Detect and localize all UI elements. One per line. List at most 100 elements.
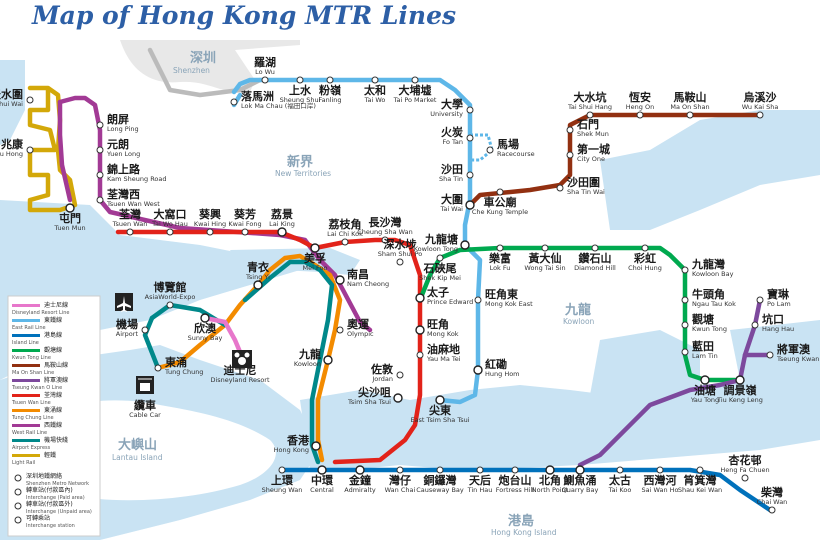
station-marker-kam-sheung-road[interactable] bbox=[96, 171, 104, 179]
station-marker-airport[interactable] bbox=[141, 326, 149, 334]
station-marker-mei-foo[interactable] bbox=[310, 243, 320, 253]
station-marker-sheung-wan[interactable] bbox=[278, 466, 286, 474]
station-marker-tst[interactable] bbox=[393, 393, 403, 403]
station-marker-hung-hom[interactable] bbox=[473, 365, 483, 375]
station-marker-kwai-hing[interactable] bbox=[206, 228, 214, 236]
station-marker-po-lam[interactable] bbox=[756, 296, 764, 304]
station-marker-fo-tan[interactable] bbox=[466, 134, 474, 142]
station-marker-lai-king[interactable] bbox=[277, 227, 287, 237]
station-marker-sha-tin-wai[interactable] bbox=[556, 184, 564, 192]
station-name-en-university: University bbox=[430, 110, 463, 118]
station-marker-shek-kip-mei[interactable] bbox=[436, 254, 444, 262]
station-name-en-tai-wo: Tai Wo bbox=[364, 96, 386, 104]
station-marker-chai-wan[interactable] bbox=[768, 506, 776, 514]
station-marker-tseung-kwan-o[interactable] bbox=[766, 351, 774, 359]
station-marker-tai-wai[interactable] bbox=[465, 200, 475, 210]
station-name-en-tai-koo: Tai Koo bbox=[608, 486, 632, 494]
region-nt-en: New Territories bbox=[275, 169, 331, 178]
station-marker-racecourse[interactable] bbox=[486, 146, 494, 154]
station-name-zh-wan-chai: 灣仔 bbox=[389, 473, 411, 487]
station-marker-lok-ma-chau[interactable] bbox=[230, 98, 238, 106]
station-marker-quarry-bay[interactable] bbox=[575, 465, 585, 475]
station-marker-kwun-tong[interactable] bbox=[681, 321, 689, 329]
station-name-en-kowloon: Kowloon bbox=[294, 360, 321, 368]
station-marker-kowloon[interactable] bbox=[323, 355, 333, 365]
station-marker-sai-wan-ho[interactable] bbox=[656, 466, 664, 474]
station-name-zh-kowloon: 九龍 bbox=[298, 347, 321, 361]
station-marker-tsuen-wan-west[interactable] bbox=[96, 196, 104, 204]
station-marker-diamond-hill[interactable] bbox=[591, 244, 599, 252]
station-marker-hang-hau[interactable] bbox=[751, 321, 759, 329]
station-marker-prince-edward[interactable] bbox=[415, 293, 425, 303]
station-marker-wan-chai[interactable] bbox=[396, 466, 404, 474]
station-marker-lam-tin[interactable] bbox=[681, 348, 689, 356]
station-marker-cheung-sha-wan[interactable] bbox=[381, 236, 389, 244]
legend-label-zh-1: 東鐵線 bbox=[44, 316, 62, 324]
station-marker-tin-hau[interactable] bbox=[476, 466, 484, 474]
station-marker-city-one[interactable] bbox=[566, 151, 574, 159]
station-marker-siu-hong[interactable] bbox=[26, 146, 34, 154]
station-name-en-tuen-mun: Tuen Mun bbox=[53, 224, 85, 232]
tung-chung-line bbox=[155, 253, 343, 463]
station-marker-central[interactable] bbox=[317, 465, 327, 475]
station-marker-kwai-fong[interactable] bbox=[241, 228, 249, 236]
station-marker-tai-shui-hang[interactable] bbox=[586, 111, 594, 119]
shenzhen-land bbox=[0, 40, 300, 93]
station-marker-north-point[interactable] bbox=[545, 465, 555, 475]
station-marker-yuen-long[interactable] bbox=[96, 146, 104, 154]
station-name-zh-cheung-sha-wan: 長沙灣 bbox=[369, 215, 402, 229]
station-marker-fanling[interactable] bbox=[326, 76, 334, 84]
station-marker-wong-tai-sin[interactable] bbox=[541, 244, 549, 252]
station-marker-tsuen-wan[interactable] bbox=[126, 228, 134, 236]
station-marker-nam-cheong[interactable] bbox=[335, 275, 345, 285]
station-marker-sunny-bay[interactable] bbox=[200, 313, 210, 323]
station-marker-tai-koo[interactable] bbox=[616, 466, 624, 474]
station-marker-heng-on[interactable] bbox=[636, 111, 644, 119]
station-name-zh-sheung-shui: 上水 bbox=[289, 83, 312, 97]
station-marker-shek-mun[interactable] bbox=[566, 126, 574, 134]
station-marker-fortress-hill[interactable] bbox=[511, 466, 519, 474]
station-marker-jordan[interactable] bbox=[396, 371, 404, 379]
cable-car-icon bbox=[136, 376, 154, 394]
station-marker-tung-chung[interactable] bbox=[154, 364, 162, 372]
station-marker-tai-po-market[interactable] bbox=[411, 76, 419, 84]
station-marker-sha-tin[interactable] bbox=[466, 171, 474, 179]
station-marker-kowloon-bay[interactable] bbox=[681, 266, 689, 274]
station-marker-tiu-keng-leng[interactable] bbox=[735, 375, 745, 385]
station-marker-university[interactable] bbox=[466, 106, 474, 114]
station-marker-heng-fa-chuen[interactable] bbox=[741, 474, 749, 482]
legend-swatch-4 bbox=[12, 364, 40, 367]
station-marker-kowloon-tong[interactable] bbox=[460, 240, 470, 250]
station-marker-choi-hung[interactable] bbox=[641, 244, 649, 252]
station-marker-lai-chi-kok[interactable] bbox=[341, 238, 349, 246]
station-marker-tai-wo[interactable] bbox=[371, 76, 379, 84]
station-marker-asiaworld-expo[interactable] bbox=[166, 301, 174, 309]
station-marker-hong-kong[interactable] bbox=[311, 441, 321, 451]
station-name-zh-po-lam: 寶琳 bbox=[767, 287, 790, 301]
station-marker-ma-on-shan[interactable] bbox=[686, 111, 694, 119]
station-name-zh-kwai-hing: 葵興 bbox=[198, 207, 221, 221]
station-marker-east-tst[interactable] bbox=[435, 395, 445, 405]
station-marker-yau-tong[interactable] bbox=[700, 375, 710, 385]
station-marker-lo-wu[interactable] bbox=[261, 76, 269, 84]
station-name-zh-mong-kok-east: 旺角東 bbox=[485, 287, 519, 301]
station-marker-tai-wo-hau[interactable] bbox=[166, 228, 174, 236]
station-marker-sheung-shui[interactable] bbox=[296, 76, 304, 84]
station-marker-wu-kai-sha[interactable] bbox=[756, 111, 764, 119]
station-marker-admiralty[interactable] bbox=[355, 465, 365, 475]
station-marker-shau-kei-wan[interactable] bbox=[696, 466, 704, 474]
station-marker-mong-kok-east[interactable] bbox=[474, 296, 482, 304]
station-marker-tin-shui-wai[interactable] bbox=[26, 96, 34, 104]
station-marker-causeway-bay[interactable] bbox=[436, 466, 444, 474]
legend-note-en-2: Interchange (Unpaid area) bbox=[26, 509, 92, 515]
station-marker-lok-fu[interactable] bbox=[496, 244, 504, 252]
station-marker-che-kung-temple[interactable] bbox=[496, 188, 504, 196]
station-marker-ngau-tau-kok[interactable] bbox=[681, 296, 689, 304]
station-marker-long-ping[interactable] bbox=[96, 121, 104, 129]
station-marker-yau-ma-tei[interactable] bbox=[416, 351, 424, 359]
station-marker-tuen-mun[interactable] bbox=[65, 203, 75, 213]
station-marker-tsing-yi[interactable] bbox=[253, 280, 263, 290]
station-marker-sham-shui-po[interactable] bbox=[396, 258, 404, 266]
station-marker-olympic[interactable] bbox=[336, 326, 344, 334]
station-marker-mong-kok[interactable] bbox=[415, 325, 425, 335]
